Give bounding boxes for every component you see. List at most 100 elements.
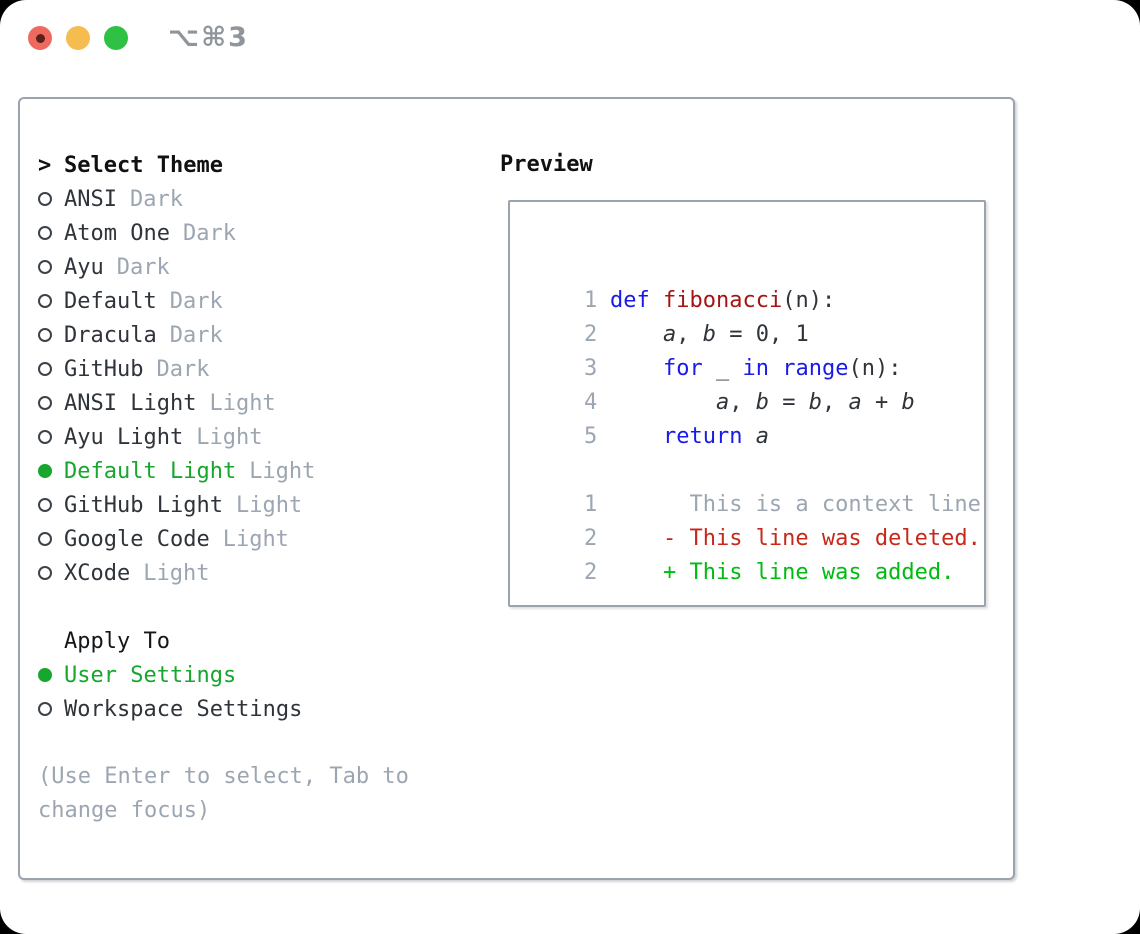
window-title: ⌥⌘3 xyxy=(168,22,249,53)
option-badge: Dark xyxy=(169,288,223,314)
preview-panel: 1 def fibonacci(n): 2 a, b = 0, 1 3 for _… xyxy=(508,200,986,607)
radio-icon xyxy=(38,702,52,716)
radio-cell xyxy=(38,260,64,274)
theme-option[interactable]: Dracula Dark xyxy=(38,318,470,352)
radio-icon xyxy=(38,498,52,512)
option-label: Ayu Light xyxy=(64,424,184,450)
option-label: User Settings xyxy=(64,662,237,688)
line-content: + This line was added. xyxy=(609,560,955,585)
radio-cell xyxy=(38,668,64,682)
line-content: This is a context line. xyxy=(609,492,986,517)
option-badge: Light xyxy=(235,492,303,518)
radio-cell xyxy=(38,396,64,410)
theme-option[interactable]: Atom One Dark xyxy=(38,216,470,250)
option-badge: Dark xyxy=(182,220,236,246)
theme-option[interactable]: XCode Light xyxy=(38,556,470,590)
preview-code-line: 3 for _ in range(n): xyxy=(531,318,984,381)
prompt-icon: > xyxy=(38,152,52,178)
option-label: Google Code xyxy=(64,526,210,552)
radio-cell xyxy=(38,430,64,444)
line-number: 1 xyxy=(583,288,598,313)
option-label: Default xyxy=(64,288,157,314)
option-label: Atom One xyxy=(64,220,170,246)
option-badge: Dark xyxy=(169,322,223,348)
line-number: 5 xyxy=(583,424,598,449)
radio-icon xyxy=(38,566,52,580)
option-label: Default Light xyxy=(64,458,237,484)
line-number: 2 xyxy=(583,322,598,347)
radio-cell xyxy=(38,498,64,512)
option-label: Dracula xyxy=(64,322,157,348)
radio-icon xyxy=(38,226,52,240)
apply-to-title: Apply To xyxy=(64,628,170,654)
line-number: 2 xyxy=(583,560,598,585)
line-number: 1 xyxy=(583,492,598,517)
radio-cell xyxy=(38,192,64,206)
theme-option[interactable]: Ayu Light Light xyxy=(38,420,470,454)
option-label: GitHub xyxy=(64,356,144,382)
line-number: 2 xyxy=(583,526,598,551)
option-badge: Light xyxy=(143,560,210,586)
option-label: Ayu xyxy=(64,254,104,280)
radio-icon xyxy=(38,668,52,682)
theme-picker-left-column: > Select Theme ANSI Dark Atom One Dark A… xyxy=(38,148,470,828)
minimize-button[interactable] xyxy=(66,26,90,50)
preview-code-line: 1 This is a context line. xyxy=(531,454,984,517)
preview-code-line: 2 a, b = 0, 1 xyxy=(531,284,984,347)
line-number: 4 xyxy=(583,390,598,415)
radio-cell xyxy=(38,532,64,546)
line-content: def fibonacci(n): xyxy=(609,288,836,313)
preview-code-line: 1 def fibonacci(n): xyxy=(531,250,984,313)
line-content: a, b = 0, 1 xyxy=(662,322,809,347)
line-content: for _ in range(n): xyxy=(662,356,902,381)
apply-to-option[interactable]: Workspace Settings xyxy=(38,692,470,726)
help-text: (Use Enter to select, Tab to change focu… xyxy=(38,764,409,823)
zoom-button[interactable] xyxy=(104,26,128,50)
line-content: - This line was deleted. xyxy=(609,526,981,551)
preview-code-line: 2 - This line was deleted. xyxy=(531,488,984,551)
preview-code-line: 2 + This line was added. xyxy=(531,522,984,585)
preview-code-line: 5 return a xyxy=(531,386,984,449)
option-badge: Light xyxy=(196,424,263,450)
close-button[interactable] xyxy=(28,26,52,50)
radio-cell xyxy=(38,702,64,716)
theme-option[interactable]: Default Dark xyxy=(38,284,470,318)
theme-option[interactable]: ANSI Dark xyxy=(38,182,470,216)
radio-cell xyxy=(38,294,64,308)
option-badge: Light xyxy=(209,390,276,416)
theme-option[interactable]: Default Light Light xyxy=(38,454,470,488)
select-theme-title: Select Theme xyxy=(64,152,223,178)
radio-cell xyxy=(38,566,64,580)
radio-icon xyxy=(38,362,52,376)
radio-cell xyxy=(38,226,64,240)
apply-to-header-row: Apply To xyxy=(38,624,470,658)
line-number: 3 xyxy=(583,356,598,381)
spacer xyxy=(38,590,470,624)
radio-icon xyxy=(38,532,52,546)
option-badge: Light xyxy=(249,458,316,484)
theme-option[interactable]: Google Code Light xyxy=(38,522,470,556)
option-label: XCode xyxy=(64,560,131,586)
radio-icon xyxy=(38,294,52,308)
preview-code-line: 4 a, b = b, a + b xyxy=(531,352,984,415)
radio-icon xyxy=(38,464,52,478)
theme-option[interactable]: Ayu Dark xyxy=(38,250,470,284)
radio-cell xyxy=(38,328,64,342)
theme-option[interactable]: GitHub Light Light xyxy=(38,488,470,522)
radio-icon xyxy=(38,328,52,342)
radio-cell xyxy=(38,464,64,478)
option-badge: Dark xyxy=(156,356,210,382)
radio-icon xyxy=(38,396,52,410)
theme-option[interactable]: GitHub Dark xyxy=(38,352,470,386)
option-label: ANSI Light xyxy=(64,390,197,416)
apply-to-option[interactable]: User Settings xyxy=(38,658,470,692)
theme-list: ANSI Dark Atom One Dark Ayu Dark Default… xyxy=(38,182,470,590)
theme-option[interactable]: ANSI Light Light xyxy=(38,386,470,420)
radio-icon xyxy=(38,192,52,206)
option-label: Workspace Settings xyxy=(64,696,303,722)
line-content: return a xyxy=(662,424,769,449)
radio-cell xyxy=(38,362,64,376)
option-badge: Dark xyxy=(116,254,170,280)
apply-to-list: User Settings Workspace Settings xyxy=(38,658,470,726)
